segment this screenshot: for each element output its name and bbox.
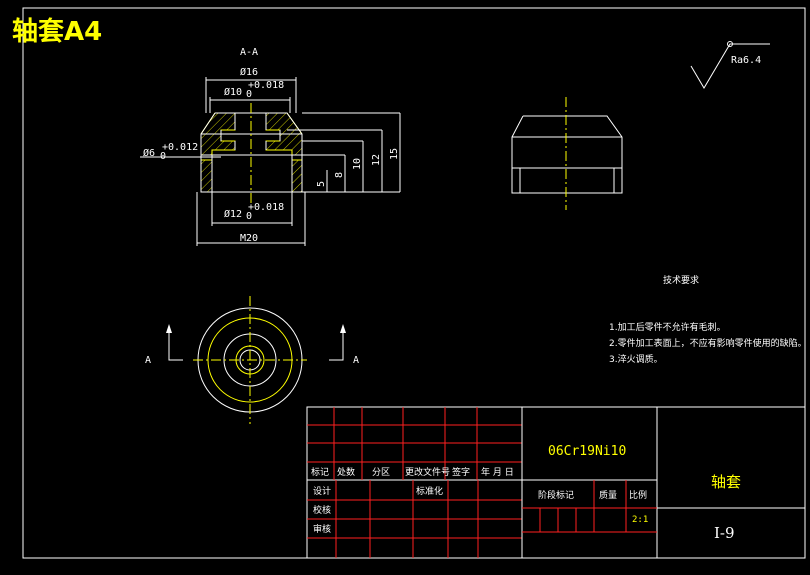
- tb-mass: 质量: [599, 489, 617, 501]
- tb-row-review: 审核: [313, 523, 331, 535]
- section-mark-right: A: [353, 355, 359, 366]
- dim-v15: 15: [389, 148, 400, 160]
- roughness-value: Ra6.4: [731, 55, 761, 66]
- tb-header-date: 年 月 日: [481, 466, 514, 478]
- tech-item-1: 1.加工后零件不允许有毛刺。: [609, 321, 726, 333]
- section-view: A-A Ø16 Ø10 +0.018 0 Ø6 +0: [140, 47, 401, 246]
- tb-scale-label: 比例: [629, 489, 647, 501]
- dim-v12: 12: [371, 154, 382, 166]
- tb-row-check: 校核: [313, 504, 331, 516]
- tb-part-name: 轴套: [711, 473, 741, 491]
- dim-d12-tol: +0.018: [248, 202, 284, 213]
- drawing-title: 轴套A4: [12, 17, 102, 47]
- tb-standardize: 标准化: [416, 485, 443, 497]
- tb-row-design: 设计: [313, 485, 331, 497]
- tb-header-sign: 签字: [452, 466, 470, 478]
- dim-d16: Ø16: [240, 66, 258, 78]
- dim-d6-tol-low: 0: [160, 151, 166, 162]
- section-hatch-right-lower: [291, 159, 303, 193]
- dim-d10-tol-low: 0: [246, 89, 252, 100]
- section-mark-left: A: [145, 355, 151, 366]
- tb-header-change-doc: 更改文件号: [405, 466, 450, 478]
- dim-m20: M20: [240, 233, 258, 244]
- dim-d10: Ø10: [224, 86, 242, 98]
- side-view: [511, 97, 623, 210]
- dim-d12: Ø12: [224, 208, 242, 220]
- tb-drawing-no: I-9: [714, 524, 735, 542]
- top-view: A A: [145, 296, 359, 424]
- tb-header-count: 处数: [337, 466, 355, 478]
- tech-requirements: 技术要求 1.加工后零件不允许有毛刺。 2.零件加工表面上，不应有影响零件使用的…: [609, 274, 807, 365]
- tb-material: 06Cr19Ni10: [548, 444, 626, 459]
- tech-item-2: 2.零件加工表面上，不应有影响零件使用的缺陷。: [609, 337, 807, 349]
- dim-d6-tol: +0.012: [162, 142, 198, 153]
- section-label: A-A: [240, 47, 258, 58]
- title-block: 标记 处数 分区 更改文件号 签字 年 月 日 设计 校核 审核 标准化 06C…: [306, 406, 806, 559]
- tb-scale-value: 2:1: [632, 515, 648, 525]
- tech-heading: 技术要求: [663, 274, 699, 286]
- dim-v8: 8: [334, 172, 345, 178]
- tb-header-mark: 标记: [311, 466, 329, 478]
- section-hatch-left-lower: [200, 159, 213, 193]
- dim-d12-tol-low: 0: [246, 211, 252, 222]
- roughness-symbol: Ra6.4: [690, 41, 770, 89]
- tech-item-3: 3.淬火调质。: [609, 353, 663, 365]
- dim-d6: Ø6: [143, 147, 155, 159]
- dim-v5: 5: [316, 181, 327, 187]
- tb-header-zone: 分区: [372, 467, 390, 478]
- dim-v10: 10: [352, 158, 363, 170]
- dim-d10-tol: +0.018: [248, 80, 284, 91]
- tb-stage-mark: 阶段标记: [538, 489, 574, 501]
